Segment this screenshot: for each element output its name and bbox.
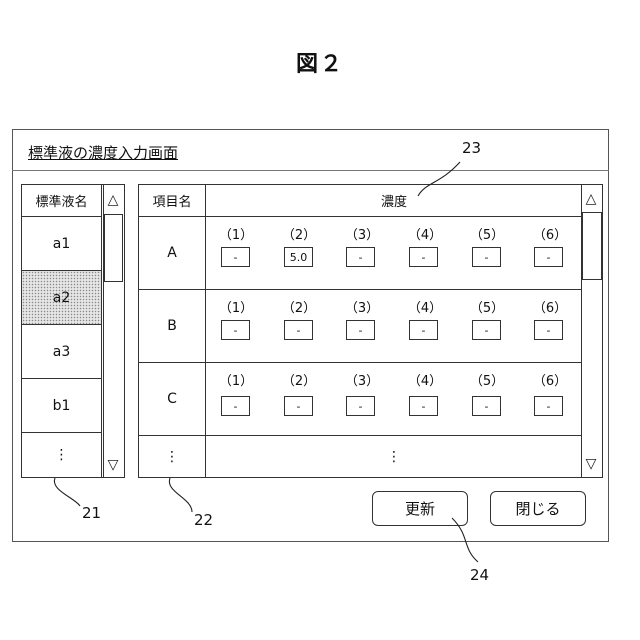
- reference-numeral: 24: [470, 566, 489, 584]
- leader-line-22: [169, 478, 192, 512]
- reference-numeral: 21: [82, 504, 101, 522]
- leader-line-21: [54, 478, 80, 506]
- leader-line-24: [452, 518, 478, 562]
- reference-numeral: 22: [194, 511, 213, 529]
- leader-line-23: [418, 162, 460, 196]
- reference-numeral: 23: [462, 139, 481, 157]
